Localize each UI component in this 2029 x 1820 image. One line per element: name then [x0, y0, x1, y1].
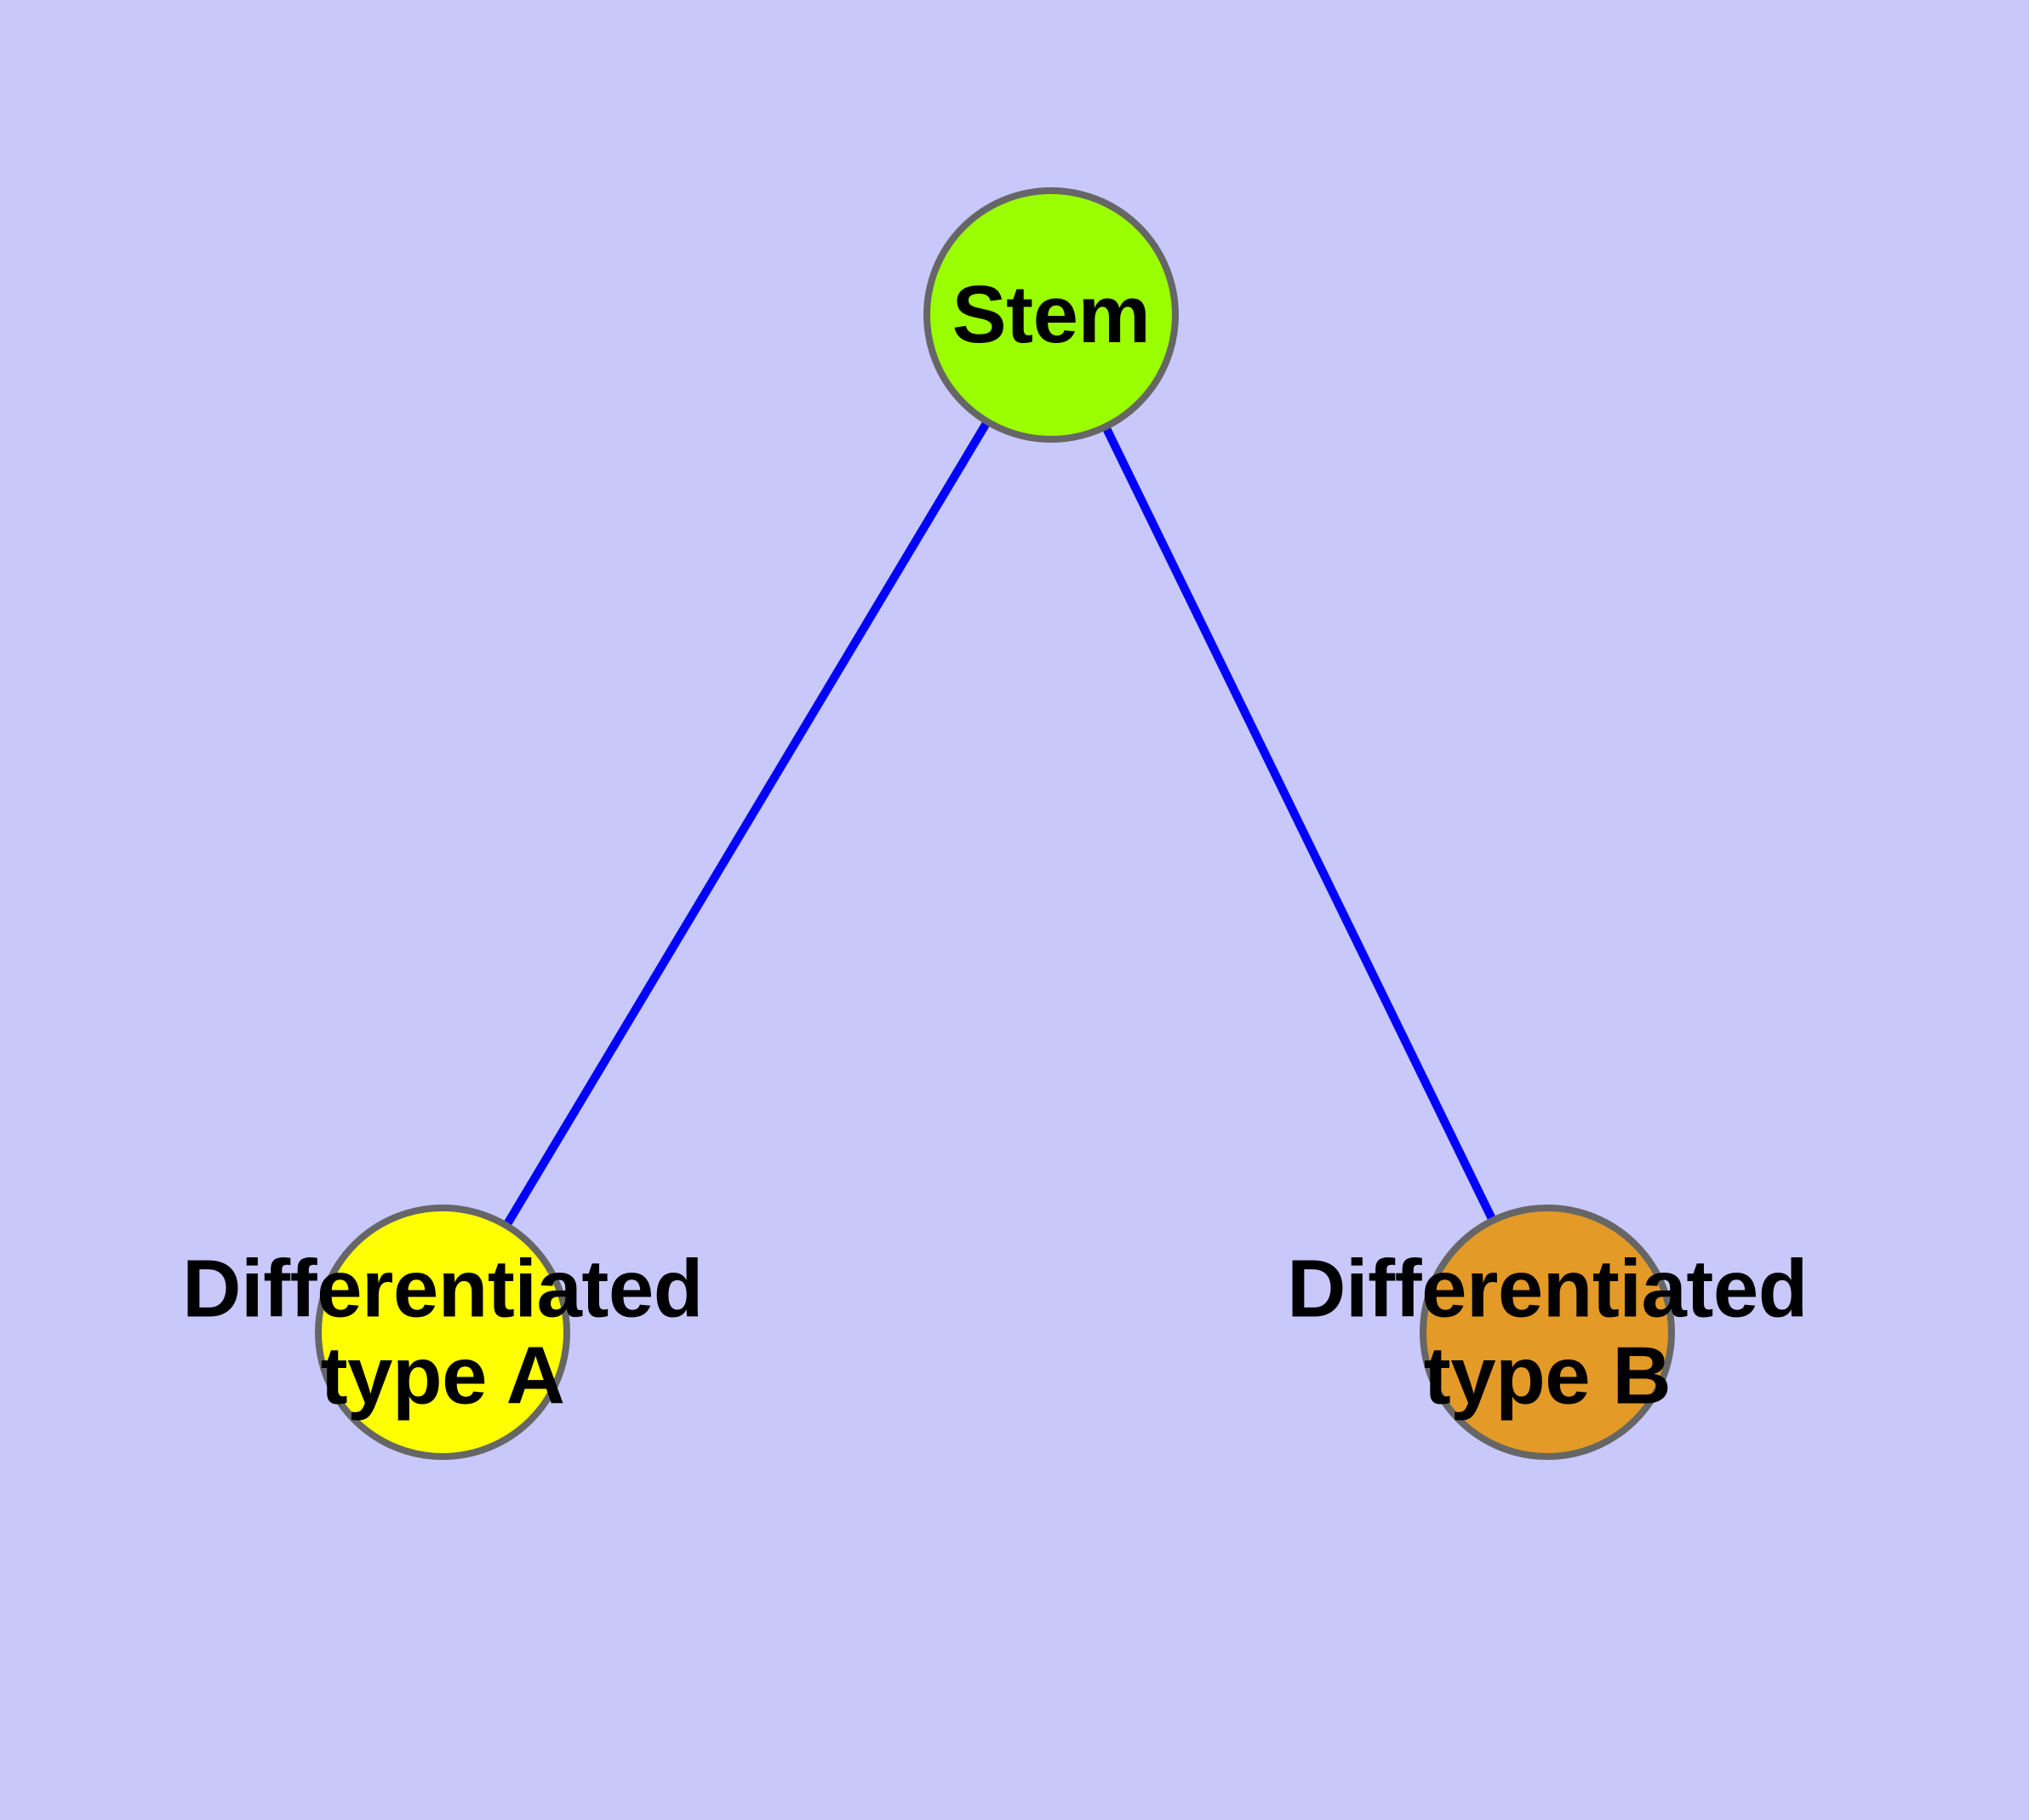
node-diff_a[interactable] [315, 1205, 570, 1460]
node-diff_b[interactable] [1420, 1205, 1675, 1460]
edge-stem-to-diff-b [1100, 423, 1498, 1224]
edge-layer [501, 418, 1498, 1229]
node-layer [315, 187, 1675, 1460]
edge-stem-to-diff-a [501, 418, 992, 1229]
node-stem[interactable] [923, 187, 1179, 443]
